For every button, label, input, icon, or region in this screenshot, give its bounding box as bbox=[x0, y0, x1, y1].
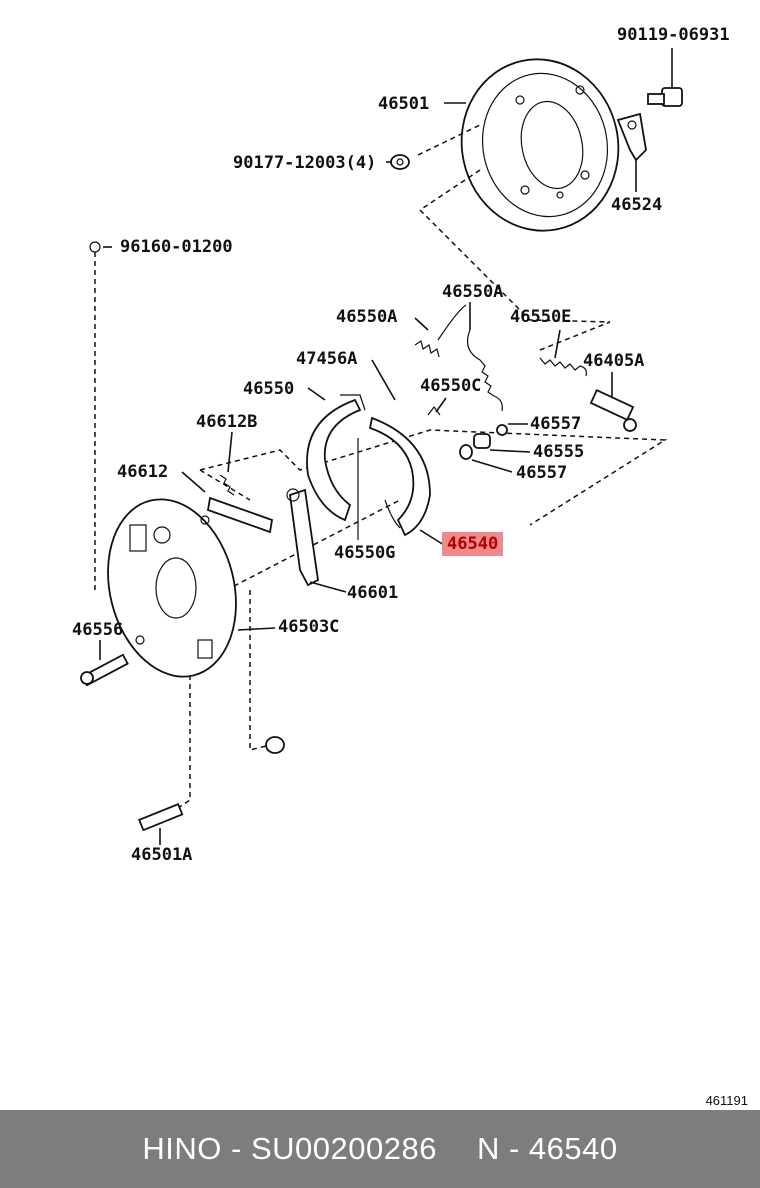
label-46555: 46555 bbox=[533, 442, 585, 462]
bolt-90119 bbox=[647, 87, 683, 107]
brake-shoe-46550 bbox=[306, 394, 366, 522]
label-46540-highlighted: 46540 bbox=[442, 532, 504, 556]
label-46612: 46612 bbox=[117, 462, 169, 482]
brake-shoe-46540 bbox=[368, 416, 431, 537]
spring-46550E bbox=[539, 357, 587, 377]
label-46557-top: 46557 bbox=[530, 414, 582, 434]
label-46524: 46524 bbox=[611, 195, 663, 215]
adjuster-46405A bbox=[589, 389, 637, 432]
label-46550G: 46550G bbox=[334, 543, 396, 563]
spring-46550A-left bbox=[414, 304, 467, 358]
label-96160-01200: 96160-01200 bbox=[120, 237, 233, 257]
clip-96160 bbox=[89, 241, 101, 253]
label-46550C: 46550C bbox=[420, 376, 482, 396]
label-47456A: 47456A bbox=[296, 349, 358, 369]
spring-46550A-right bbox=[467, 329, 503, 412]
stud-46501A bbox=[138, 803, 184, 832]
footer-part-number: N - 46540 bbox=[476, 1131, 618, 1166]
label-46501: 46501 bbox=[378, 94, 430, 114]
label-46550: 46550 bbox=[243, 379, 295, 399]
label-46550E: 46550E bbox=[510, 307, 572, 327]
label-46550A-left: 46550A bbox=[336, 307, 398, 327]
bracket-46524 bbox=[616, 112, 647, 162]
sleeve-46555 bbox=[473, 433, 491, 449]
bolt-46556 bbox=[80, 653, 129, 687]
footer-brand: HINO - SU00200286 bbox=[142, 1131, 437, 1166]
nut-90177 bbox=[390, 154, 410, 170]
nut-bottom bbox=[265, 736, 285, 754]
washer-46557-top bbox=[496, 424, 508, 436]
washer-46557-bot bbox=[459, 444, 473, 460]
label-90119-06931: 90119-06931 bbox=[617, 25, 730, 45]
exploded-parts-diagram bbox=[80, 48, 683, 845]
label-46601: 46601 bbox=[347, 583, 399, 603]
label-46557-bot: 46557 bbox=[516, 463, 568, 483]
label-90177-12003: 90177-12003(4) bbox=[233, 153, 377, 173]
label-46612B: 46612B bbox=[196, 412, 258, 432]
brake-drum bbox=[460, 58, 620, 232]
label-46550A-top: 46550A bbox=[442, 282, 504, 302]
backing-plate-46503C bbox=[107, 498, 237, 678]
label-46405A: 46405A bbox=[583, 351, 645, 371]
lever-46601 bbox=[286, 488, 319, 587]
label-46503C: 46503C bbox=[278, 617, 340, 637]
footer-bar: HINO - SU00200286 N - 46540 bbox=[0, 1110, 760, 1188]
lever-46612 bbox=[206, 496, 274, 534]
label-46501A: 46501A bbox=[131, 845, 193, 865]
figure-code: 461191 bbox=[705, 1093, 748, 1108]
clip-46550C bbox=[427, 406, 441, 416]
label-46556: 46556 bbox=[72, 620, 124, 640]
spring-46612B bbox=[219, 474, 235, 496]
